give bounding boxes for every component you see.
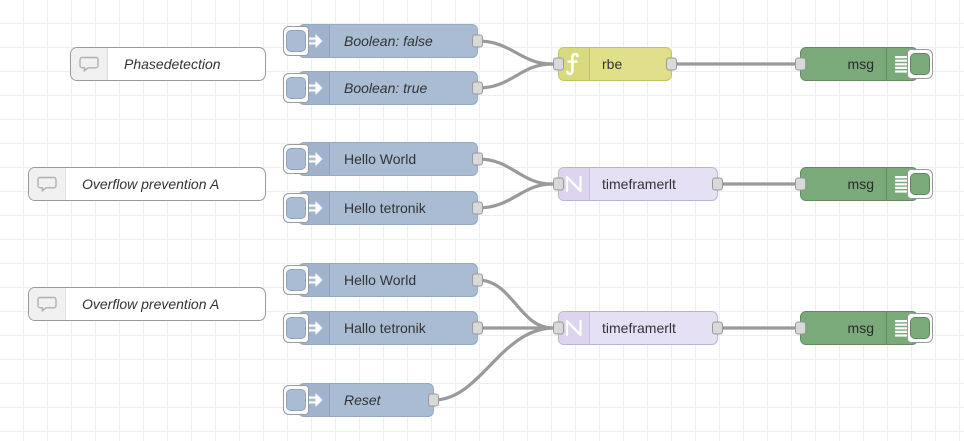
timeframerlt-label: timeframerlt: [602, 320, 676, 336]
wire-inject-to-timeframe: [476, 278, 554, 330]
output-port[interactable]: [472, 201, 483, 215]
inject-node-hello-world-row3[interactable]: Hello World: [283, 263, 483, 297]
inject-node-boolean-false[interactable]: Boolean: false: [283, 24, 483, 58]
rbe-label: rbe: [602, 56, 623, 72]
input-port[interactable]: [553, 321, 564, 335]
debug-node-row3[interactable]: msg: [795, 311, 933, 345]
inject-label: Reset: [344, 392, 381, 408]
comment-node-overflow-a-2[interactable]: Overflow prevention A: [28, 287, 266, 321]
debug-button-pad: [910, 317, 930, 339]
inject-label: Hello World: [344, 151, 417, 167]
output-port[interactable]: [472, 321, 483, 335]
debug-node-row2[interactable]: msg: [795, 167, 933, 201]
rbe-filter-icon: [559, 48, 590, 80]
output-port[interactable]: [472, 152, 483, 166]
comment-label: Phasedetection: [124, 56, 221, 72]
debug-button-pad: [910, 173, 930, 195]
inject-button-pad: [286, 389, 306, 411]
inject-trigger-button[interactable]: [283, 26, 309, 56]
inject-trigger-button[interactable]: [283, 385, 309, 415]
debug-toggle-button[interactable]: [907, 49, 933, 79]
inject-trigger-button[interactable]: [283, 144, 309, 174]
debug-lines-icon: [886, 168, 917, 200]
debug-node-row1[interactable]: msg: [795, 47, 933, 81]
output-port[interactable]: [712, 177, 723, 191]
output-port[interactable]: [472, 81, 483, 95]
timeframerlt-node-row3[interactable]: timeframerlt: [553, 311, 723, 345]
input-port[interactable]: [795, 177, 806, 191]
inject-trigger-button[interactable]: [283, 265, 309, 295]
inject-label: Hello World: [344, 272, 417, 288]
input-port[interactable]: [795, 57, 806, 71]
output-port[interactable]: [472, 273, 483, 287]
comment-node-phasedetection[interactable]: Phasedetection: [70, 47, 266, 81]
rbe-node[interactable]: rbe: [553, 47, 677, 81]
timeframe-icon: [559, 312, 590, 344]
inject-trigger-button[interactable]: [283, 313, 309, 343]
inject-label: Boolean: false: [344, 33, 433, 49]
inject-button-pad: [286, 269, 306, 291]
timeframe-icon: [559, 168, 590, 200]
input-port[interactable]: [795, 321, 806, 335]
inject-button-pad: [286, 77, 306, 99]
output-port[interactable]: [472, 34, 483, 48]
inject-button-pad: [286, 197, 306, 219]
inject-trigger-button[interactable]: [283, 73, 309, 103]
inject-node-boolean-true[interactable]: Boolean: true: [283, 71, 483, 105]
debug-button-pad: [910, 53, 930, 75]
input-port[interactable]: [553, 57, 564, 71]
output-port[interactable]: [666, 57, 677, 71]
comment-bubble-icon: [71, 48, 108, 80]
debug-label: msg: [847, 176, 874, 192]
input-port[interactable]: [553, 177, 564, 191]
inject-node-hello-tetronik-row2[interactable]: Hello tetronik: [283, 191, 483, 225]
debug-lines-icon: [886, 312, 917, 344]
debug-label: msg: [847, 320, 874, 336]
wire-inject-to-timeframe: [476, 182, 554, 210]
debug-toggle-button[interactable]: [907, 313, 933, 343]
inject-button-pad: [286, 317, 306, 339]
debug-label: msg: [847, 56, 874, 72]
debug-lines-icon: [886, 48, 917, 80]
inject-button-pad: [286, 148, 306, 170]
timeframerlt-label: timeframerlt: [602, 176, 676, 192]
comment-bubble-icon: [29, 168, 66, 200]
inject-label: Boolean: true: [344, 80, 428, 96]
inject-label: Hallo tetronik: [344, 320, 426, 336]
inject-node-hello-world-row2[interactable]: Hello World: [283, 142, 483, 176]
comment-node-overflow-a[interactable]: Overflow prevention A: [28, 167, 266, 201]
comment-label: Overflow prevention A: [82, 176, 220, 192]
inject-button-pad: [286, 30, 306, 52]
wire-inject-to-rbe: [476, 62, 554, 90]
inject-node-reset-row3[interactable]: Reset: [283, 383, 439, 417]
inject-node-hallo-tetronik-row3[interactable]: Hallo tetronik: [283, 311, 483, 345]
inject-trigger-button[interactable]: [283, 193, 309, 223]
comment-label: Overflow prevention A: [82, 296, 220, 312]
output-port[interactable]: [712, 321, 723, 335]
output-port[interactable]: [428, 393, 439, 407]
inject-label: Hello tetronik: [344, 200, 426, 216]
timeframerlt-node-row2[interactable]: timeframerlt: [553, 167, 723, 201]
wire-inject-to-timeframe: [476, 157, 554, 186]
debug-toggle-button[interactable]: [907, 169, 933, 199]
wire-inject-to-rbe: [476, 39, 554, 66]
comment-bubble-icon: [29, 288, 66, 320]
